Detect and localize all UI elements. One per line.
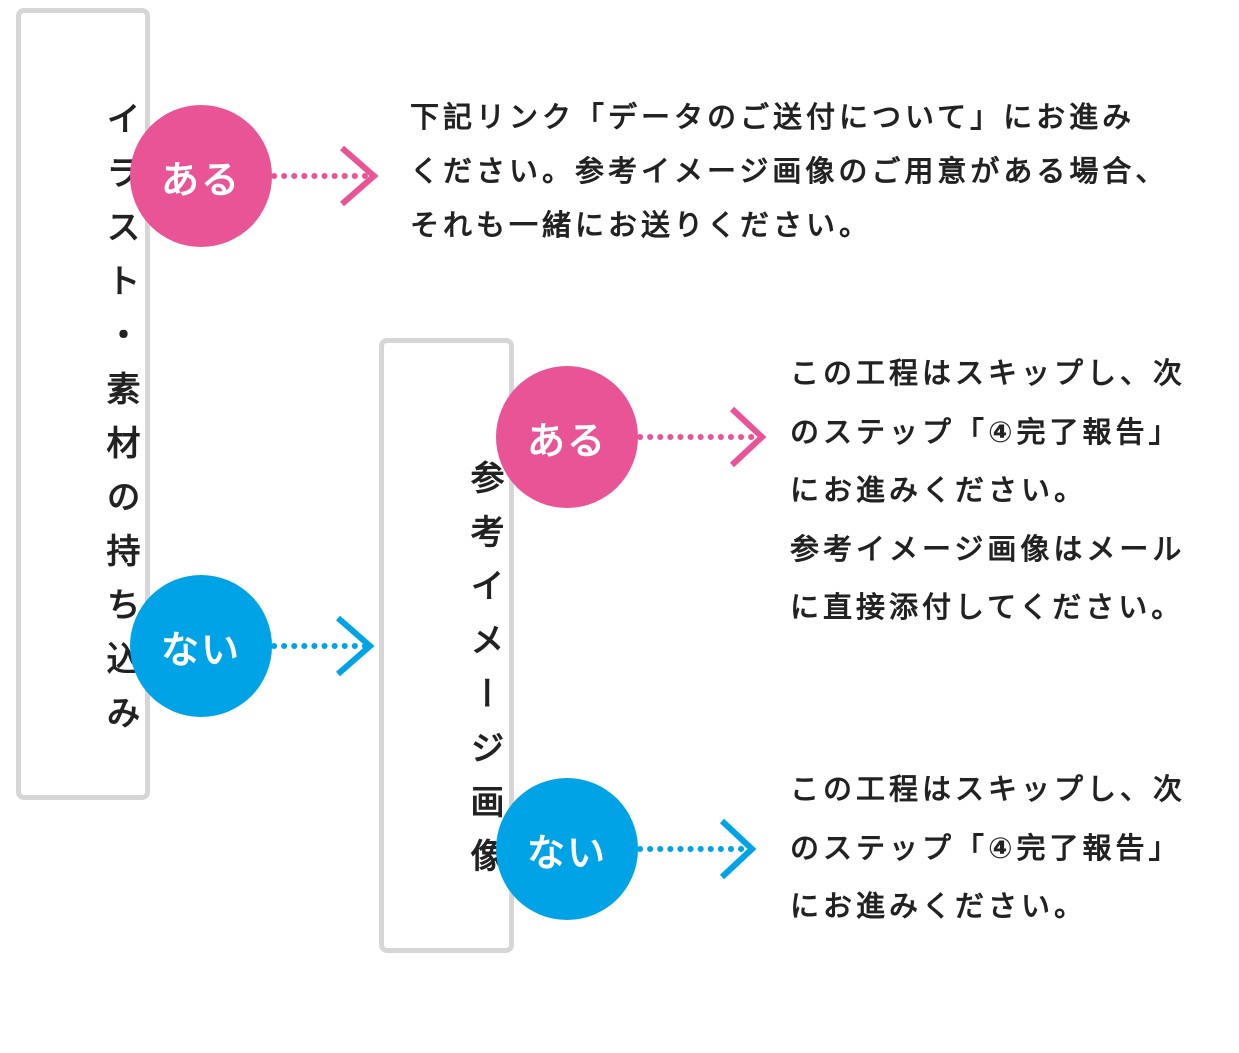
top-no-circle: ない: [130, 575, 272, 717]
sub-no-arrow: [637, 818, 757, 880]
text-line: それも一緒にお送りください。: [410, 208, 873, 242]
text-line: 参考イメージ画像はメール: [790, 531, 1186, 566]
top-no-arrow: [271, 615, 375, 677]
text-line: この工程はスキップし、次: [790, 772, 1187, 806]
top-yes-arrow: [271, 145, 379, 207]
text-line: のステップ「④完了報告」: [790, 414, 1182, 449]
top-yes-circle: ある: [130, 105, 272, 247]
sub-no-circle: ない: [496, 778, 638, 920]
text-line: この工程はスキップし、次: [790, 356, 1187, 390]
text-line: ください。参考イメージ画像のご用意がある場合、: [410, 154, 1169, 188]
text-line: のステップ「④完了報告」: [790, 830, 1182, 865]
text-line: にお進みください。: [790, 473, 1088, 507]
sub-yes-arrow: [637, 406, 767, 468]
text-line: にお進みください。: [790, 889, 1088, 923]
left-box: イラスト・素材の持ち込み: [16, 8, 150, 800]
middle-box-label: 参考イメージ画像: [464, 460, 504, 892]
sub-yes-circle: ある: [496, 366, 638, 508]
left-box-label: イラスト・素材の持ち込み: [100, 101, 140, 749]
top-yes-text: 下記リンク「データのご送付について」にお進み ください。参考イメージ画像のご用意…: [410, 90, 1168, 252]
text-line: 下記リンク「データのご送付について」にお進み: [410, 100, 1136, 134]
middle-box: 参考イメージ画像: [379, 338, 514, 953]
sub-no-text: この工程はスキップし、次 のステップ「④完了報告」 にお進みください。: [790, 760, 1186, 936]
sub-yes-text: この工程はスキップし、次 のステップ「④完了報告」 にお進みください。 参考イメ…: [790, 344, 1186, 637]
text-line: に直接添付してください。: [790, 590, 1185, 624]
